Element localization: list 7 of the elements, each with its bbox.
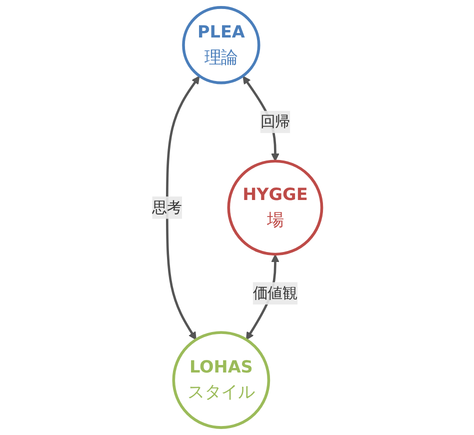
edge-label: 思考 <box>152 198 182 216</box>
edge-label: 価値観 <box>252 284 298 302</box>
arrow <box>166 76 200 340</box>
edge-label: 回帰 <box>260 112 290 130</box>
node-circle: PLEA 理論 <box>182 6 260 84</box>
node-circle: LOHAS スタイル <box>172 331 270 429</box>
node-circle: HYGGE 場 <box>227 160 324 256</box>
